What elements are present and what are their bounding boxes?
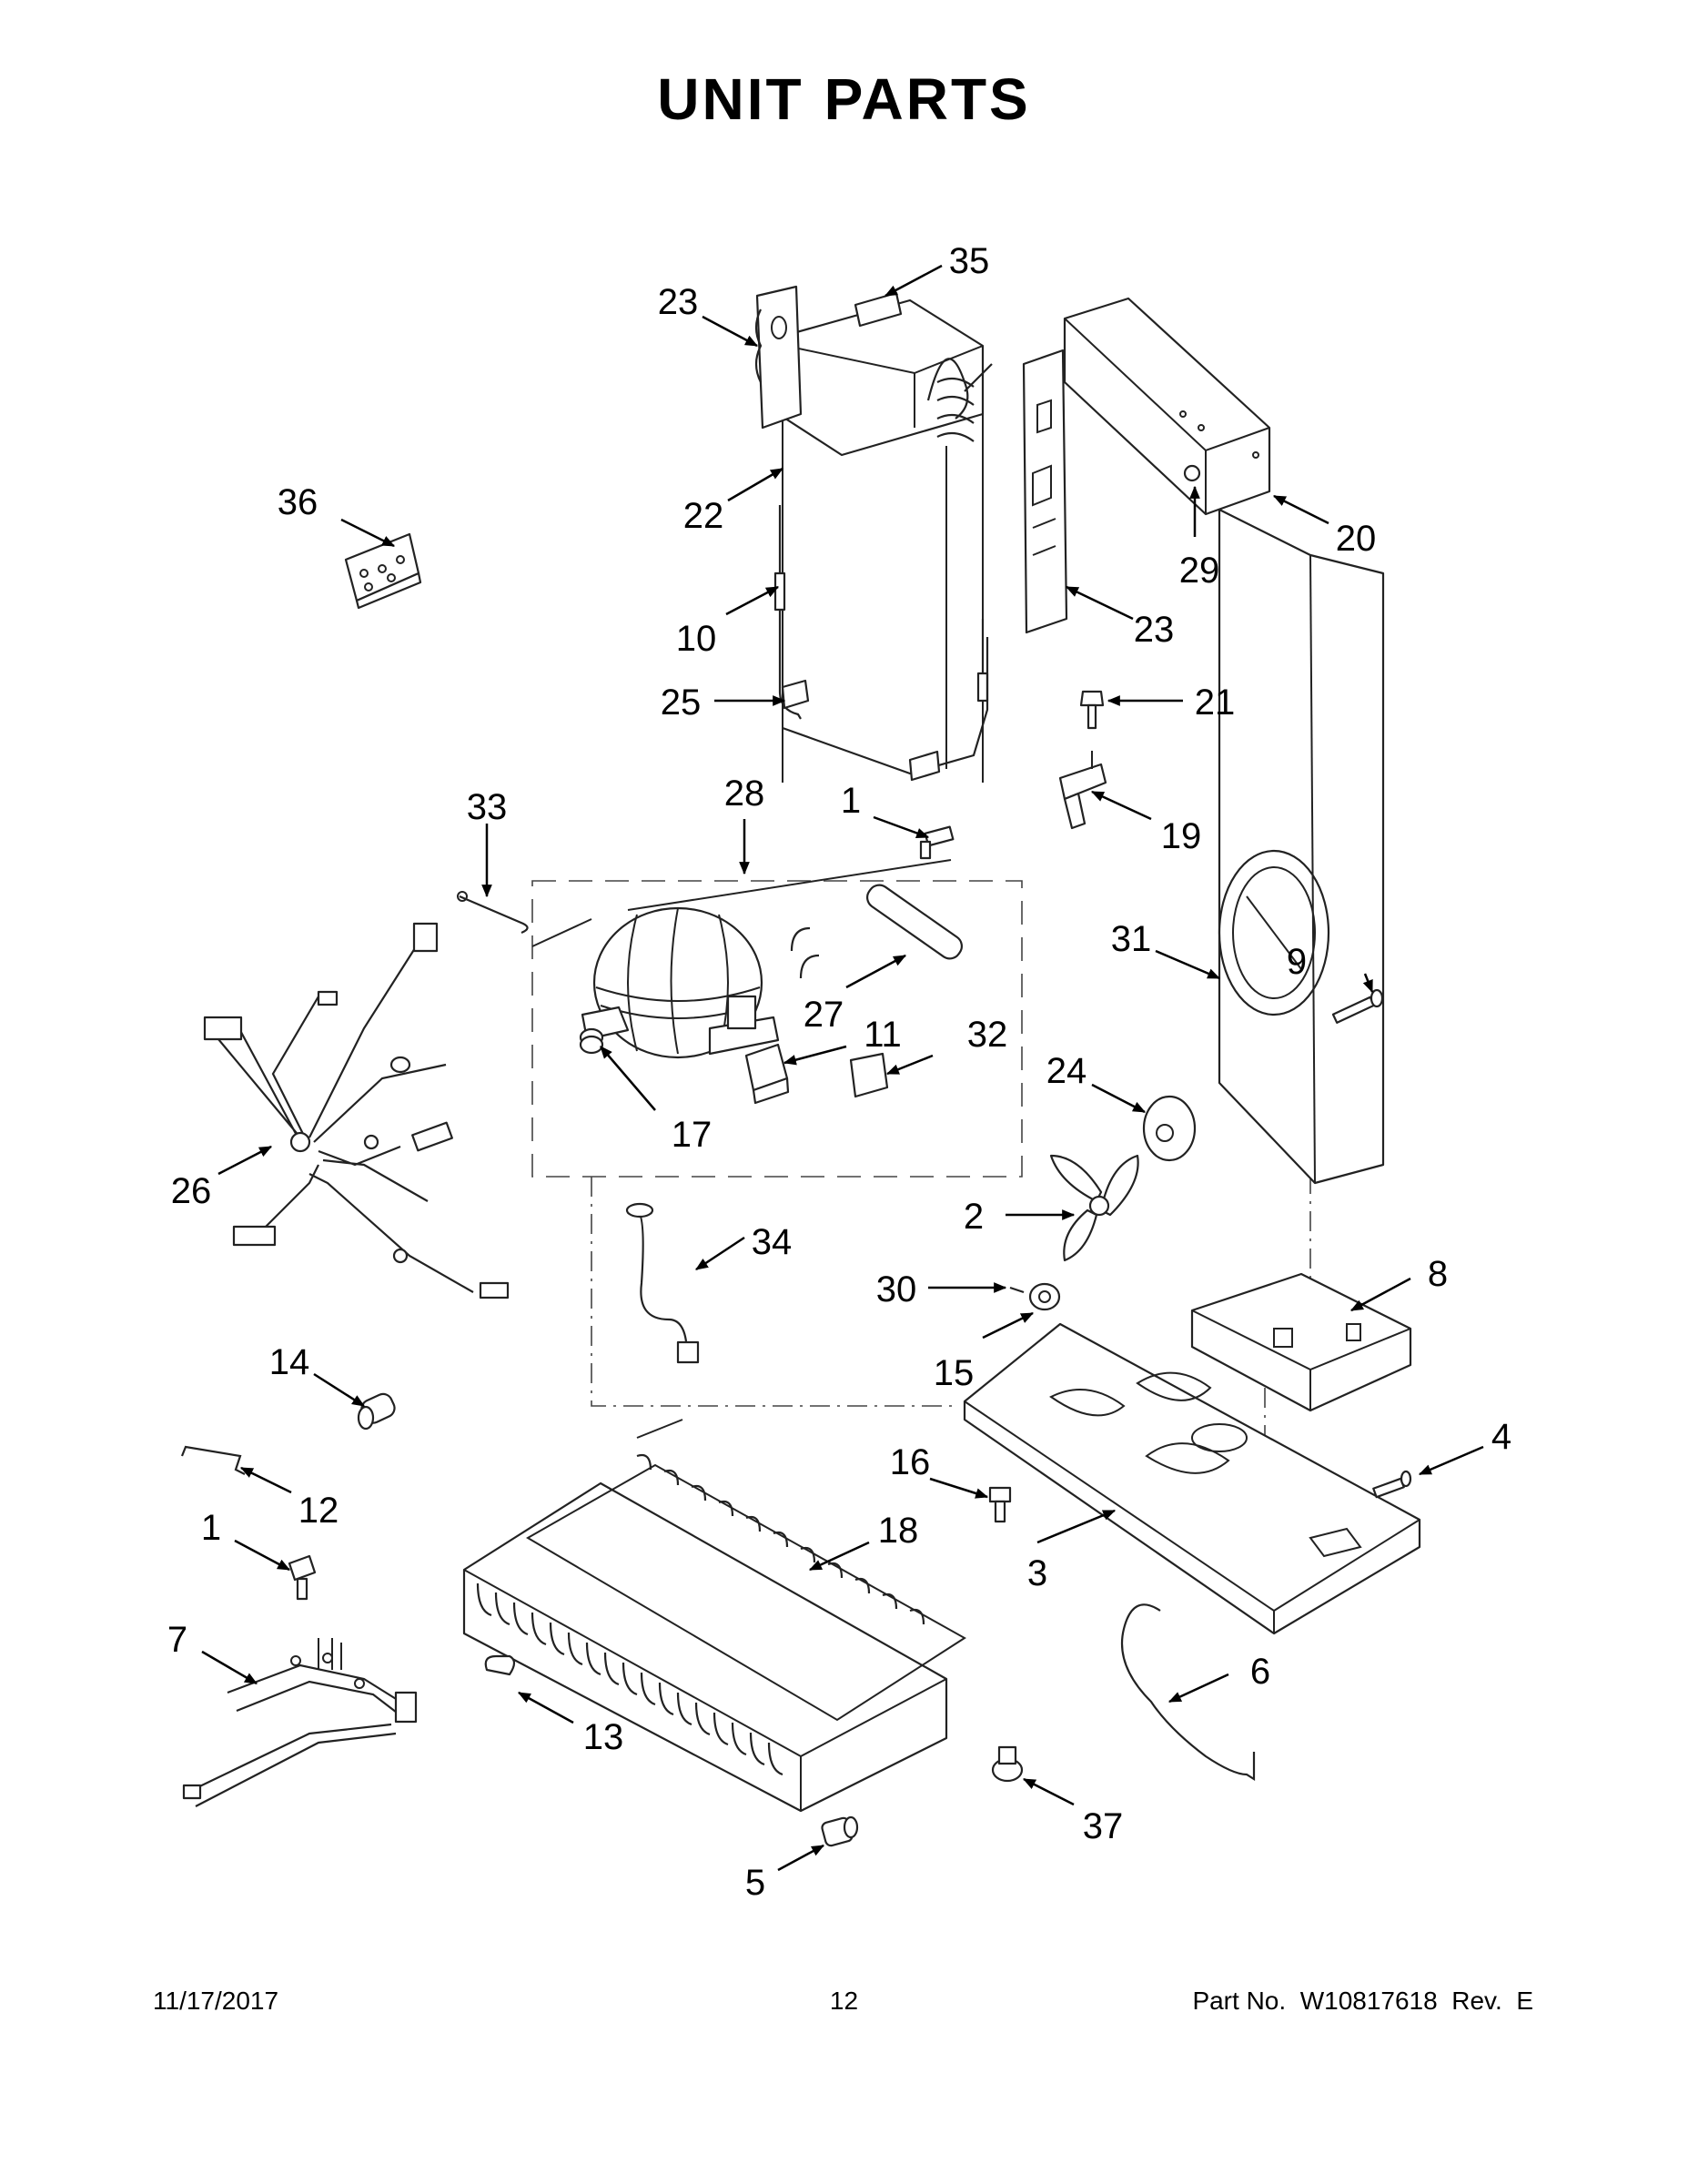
part-36-control-board [344,532,422,610]
part-3-base-plate [963,1322,1421,1635]
callout-20: 20 [1336,519,1377,559]
title-word-unit: UNIT [657,66,804,132]
footer-page-number: 12 [829,1987,859,2015]
callout-11: 11 [864,1015,902,1055]
callout-35: 35 [949,241,990,281]
callout-24: 24 [1046,1051,1087,1091]
part-30-pin [1009,1286,1025,1294]
callout-36: 36 [278,482,318,522]
callout-10: 10 [676,619,717,659]
callout-9: 9 [1287,942,1307,982]
part-28-compressor [531,859,952,1059]
part-27-filter-drier [866,884,963,960]
callout-3: 3 [1027,1553,1047,1593]
part-18-condenser [462,1419,966,1813]
part-37-sensor [991,1745,1024,1783]
callout-26: 26 [171,1171,212,1211]
callout-1-lower: 1 [201,1508,221,1548]
title-word-parts: PARTS [824,66,1031,132]
part-12-clip [180,1445,246,1475]
part-35-label [854,291,903,328]
part-23-end-bracket-left [754,285,803,430]
part-9-screw [1331,988,1384,1024]
footer-part-number: Part No. W10817618 Rev. E [1192,1987,1533,2015]
leader-compressor-to-base [591,1177,955,1407]
part-29-clip [1183,464,1201,482]
part-17-grommet [579,1027,604,1055]
part-2-fan-blade [1049,1154,1139,1262]
callout-15: 15 [934,1353,975,1393]
footer-date: 11/17/2017 [153,1987,279,2015]
callout-7: 7 [167,1620,187,1660]
part-32-overload-cover [849,1052,889,1098]
callout-1-top: 1 [841,781,861,821]
part-28-compressor-kit-outline [531,880,1023,1178]
callout-25: 25 [661,682,702,723]
callout-16: 16 [890,1442,931,1482]
part-5-plug [821,1815,859,1847]
callout-8: 8 [1428,1254,1448,1294]
part-1-screw-top [919,825,955,860]
part-11-relay [744,1043,790,1105]
part-25-defrost-heater [781,637,989,782]
callout-33: 33 [467,787,508,827]
callout-labels: 35 23 36 22 29 20 23 10 25 21 19 33 28 1… [167,241,1511,1903]
callout-37: 37 [1083,1806,1124,1846]
callout-14: 14 [269,1342,310,1382]
callout-29: 29 [1179,551,1220,591]
callout-23-right: 23 [1134,610,1175,650]
part-19-bracket [1058,751,1107,830]
callout-4: 4 [1491,1417,1511,1457]
callout-27: 27 [804,995,844,1035]
part-13-clip [484,1654,516,1676]
part-31-fan-shroud [1218,508,1385,1185]
part-20-cover [1063,297,1271,516]
callout-34: 34 [752,1222,793,1262]
part-8-drain-pan [1190,1272,1412,1412]
callout-19: 19 [1161,816,1202,856]
part-24-fan-motor [1142,1095,1197,1162]
part-33-wire-clip [457,891,529,935]
page-title: UNIT PARTS [0,66,1688,133]
callout-5: 5 [745,1863,765,1903]
callout-6: 6 [1250,1652,1270,1692]
part-7-heater-harness [182,1638,418,1807]
callout-22: 22 [683,496,724,536]
callout-21: 21 [1195,682,1236,723]
part-6-drain-tube [1120,1603,1256,1781]
part-14-grommet [357,1392,396,1431]
part-1-screw-lower [288,1554,317,1601]
part-4-screw [1372,1470,1412,1499]
part-15-grommet [1028,1282,1061,1311]
callout-30: 30 [876,1269,917,1309]
part-23-end-bracket-right [1022,349,1068,634]
part-22-evaporator-coil [763,298,993,783]
part-26-wire-harness [203,922,510,1299]
callout-23-left: 23 [658,282,699,322]
callout-12: 12 [298,1491,339,1531]
callout-32: 32 [967,1015,1008,1055]
callout-arrows [201,264,1484,1872]
callout-17: 17 [672,1115,713,1155]
callout-31: 31 [1111,919,1152,959]
callout-18: 18 [878,1511,919,1551]
callout-2: 2 [964,1197,984,1237]
part-34-tube [625,1202,700,1364]
callout-13: 13 [583,1717,624,1757]
part-16-screw [988,1486,1012,1523]
part-21-screw [1079,690,1105,730]
callout-28: 28 [724,774,765,814]
